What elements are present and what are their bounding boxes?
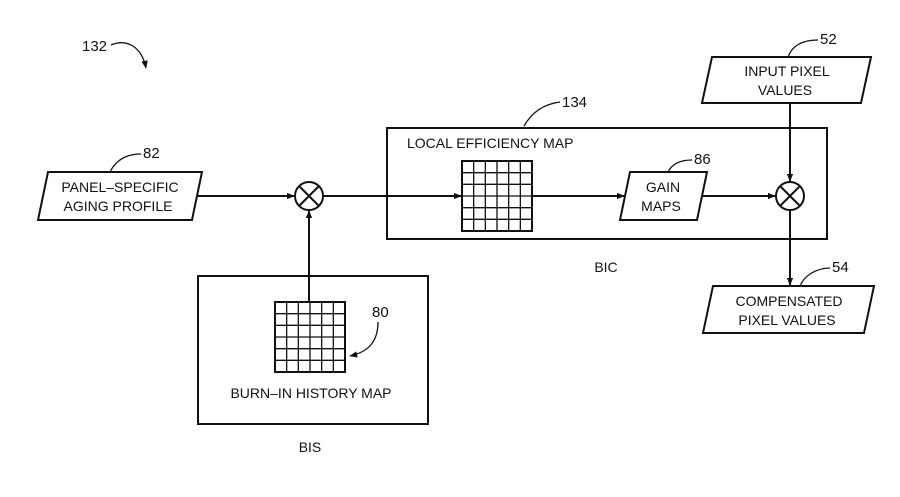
local-efficiency-grid — [461, 160, 533, 232]
burn-in-ref-leader — [349, 321, 379, 358]
aging-profile-ref-leader — [109, 153, 142, 173]
compensated-pixel-values-shape — [701, 285, 876, 334]
compensated-pixel-values-line-2: PIXEL VALUES — [738, 312, 835, 328]
panel-aging-profile-line-2: AGING PROFILE — [64, 198, 173, 214]
gain-maps-ref-label: 86 — [694, 151, 711, 168]
multiplier-2 — [775, 181, 805, 211]
bic-block — [386, 127, 828, 240]
burn-in-history-map-label: BURN–IN HISTORY MAP — [230, 385, 391, 401]
panel-aging-profile-line-1: PANEL–SPECIFIC — [61, 179, 178, 195]
gain-maps-line-1: GAIN — [646, 179, 680, 195]
compensated-ref-leader — [799, 267, 831, 287]
bis-block — [197, 275, 429, 425]
aging-profile-ref-label: 82 — [143, 145, 160, 162]
gain-maps-shape — [618, 171, 709, 221]
figure-ref-label: 132 — [82, 38, 107, 55]
compensated-pixel-values-line-1: COMPENSATED — [735, 293, 842, 309]
gain-maps-ref-leader — [667, 159, 693, 173]
input-pixel-values-line-1: INPUT PIXEL — [744, 63, 830, 79]
bic-ref-leader — [523, 101, 561, 127]
panel-aging-profile-shape — [36, 171, 204, 221]
input-pixel-values-line-2: VALUES — [758, 82, 812, 98]
gain-maps-line-2: MAPS — [641, 198, 681, 214]
input-pixel-ref-label: 52 — [820, 31, 837, 48]
bic-ref-label: 134 — [562, 94, 587, 111]
input-pixel-ref-leader — [787, 39, 819, 58]
figure-ref-leader — [110, 42, 148, 69]
burn-in-ref-label: 80 — [372, 304, 389, 321]
multiplier-1 — [294, 181, 324, 211]
compensated-ref-label: 54 — [832, 259, 849, 276]
input-pixel-values-shape — [700, 56, 873, 104]
local-efficiency-map-label: LOCAL EFFICIENCY MAP — [407, 135, 573, 151]
bic-label: BIC — [594, 259, 617, 275]
bis-label: BIS — [299, 439, 322, 455]
burn-in-history-grid — [274, 301, 346, 373]
